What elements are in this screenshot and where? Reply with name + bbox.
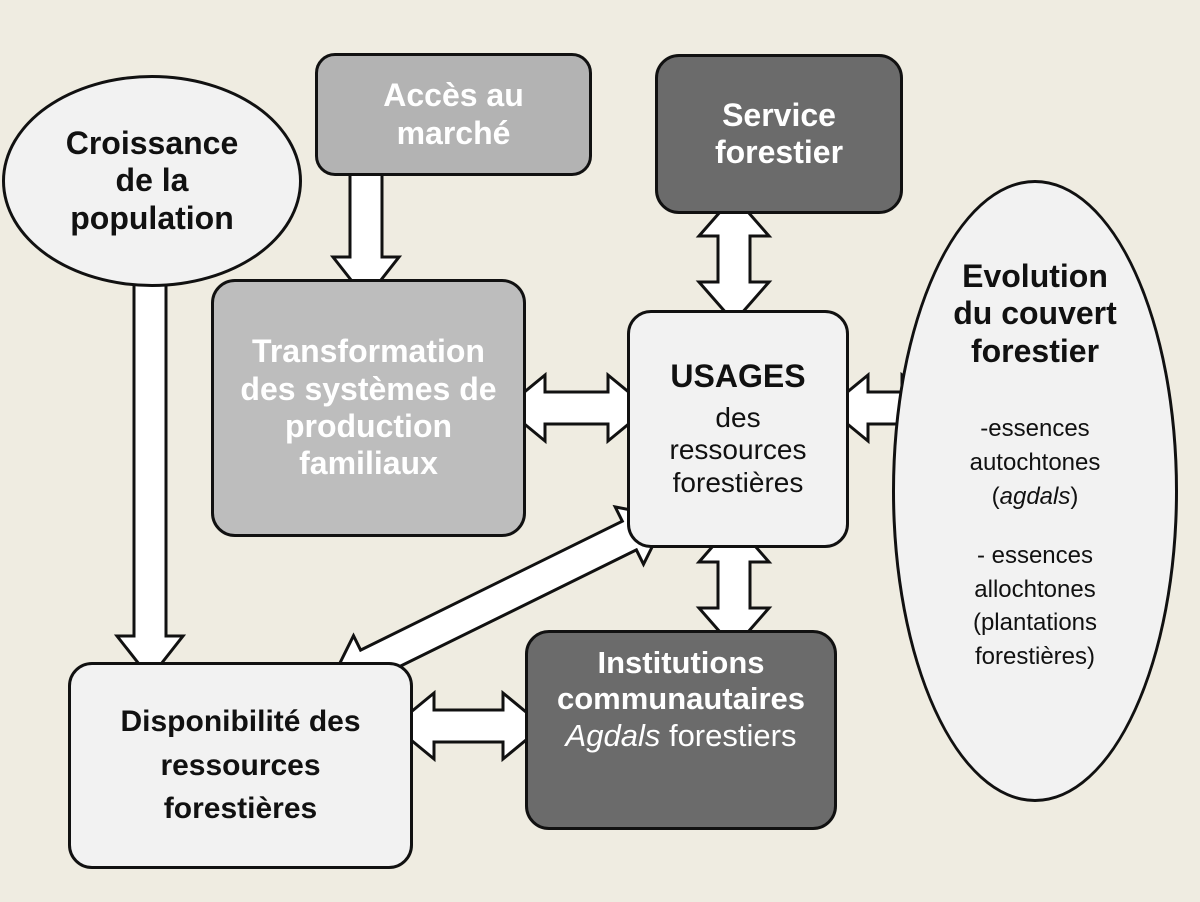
disponibilite-line-3: forestières	[163, 792, 318, 826]
evolution-list1-line-3: (agdals)	[970, 480, 1101, 514]
evolution-list-autochtones: -essences autochtones (agdals)	[970, 412, 1101, 513]
institutions-communautaires-node: Institutions communautaires Agdals fores…	[525, 630, 837, 830]
institutions-line-2: communautaires	[556, 681, 806, 717]
transformation-line-3: production	[284, 408, 453, 444]
evolution-list2-line-1: - essences	[976, 542, 1094, 570]
evolution-title-line-1: Evolution	[962, 258, 1108, 294]
arrow-usages-service	[695, 193, 773, 325]
croissance-line-2: de la	[115, 162, 189, 199]
acces-line-1: Accès au	[383, 77, 524, 114]
paren-close: )	[1070, 482, 1079, 510]
evolution-list2-line-2: allochtones	[974, 575, 1096, 603]
evolution-title-line-3: forestier	[970, 332, 1100, 369]
evolution-title-line-2: du couvert	[953, 295, 1117, 332]
institutions-agdals-italic: Agdals	[565, 717, 661, 753]
croissance-line-3: population	[70, 199, 234, 236]
usages-title: USAGES	[670, 358, 806, 395]
croissance-population-node: Croissance de la population	[2, 75, 302, 287]
transformation-systemes-node: Transformation des systèmes de productio…	[211, 279, 526, 537]
institutions-forestiers: forestiers	[660, 717, 797, 753]
usages-node: USAGES des ressources forestières	[627, 310, 849, 548]
service-forestier-node: Service forestier	[655, 54, 903, 214]
evolution-list-allochtones: - essences allochtones (plantations fore…	[973, 539, 1097, 673]
paren-open: (	[991, 482, 1000, 510]
acces-marche-node: Accès au marché	[315, 53, 592, 176]
arrow-disponibilite-institutions	[391, 689, 546, 763]
service-line-1: Service	[722, 96, 836, 133]
disponibilite-ressources-node: Disponibilité des ressources forestières	[68, 662, 413, 869]
institutions-line-3: Agdals forestiers	[566, 718, 797, 754]
evolution-couvert-node: Evolution du couvert forestier -essences…	[892, 180, 1178, 802]
service-line-2: forestier	[714, 134, 844, 170]
arrow-croissance-to-disponibilite	[113, 268, 187, 681]
usages-line-3: forestières	[672, 467, 804, 499]
croissance-line-1: Croissance	[65, 124, 239, 161]
evolution-list2-line-3: (plantations	[972, 609, 1098, 637]
transformation-line-4: familiaux	[299, 445, 438, 482]
arrow-acces-to-transformation	[329, 156, 403, 302]
acces-line-2: marché	[396, 114, 511, 151]
evolution-list1-line-1: -essences	[980, 415, 1090, 443]
disponibilite-line-2: ressources	[160, 748, 321, 782]
usages-line-1: des	[715, 401, 761, 433]
transformation-line-1: Transformation	[252, 333, 485, 370]
evolution-list2-line-4: forestières)	[974, 642, 1096, 670]
usages-line-2: ressources	[669, 434, 807, 466]
agdals-italic: agdals	[999, 482, 1071, 510]
transformation-line-2: des systèmes de	[240, 370, 497, 407]
evolution-list1-line-2: autochtones	[969, 448, 1101, 476]
disponibilite-line-1: Disponibilité des	[120, 705, 361, 739]
institutions-line-1: Institutions	[597, 645, 765, 680]
